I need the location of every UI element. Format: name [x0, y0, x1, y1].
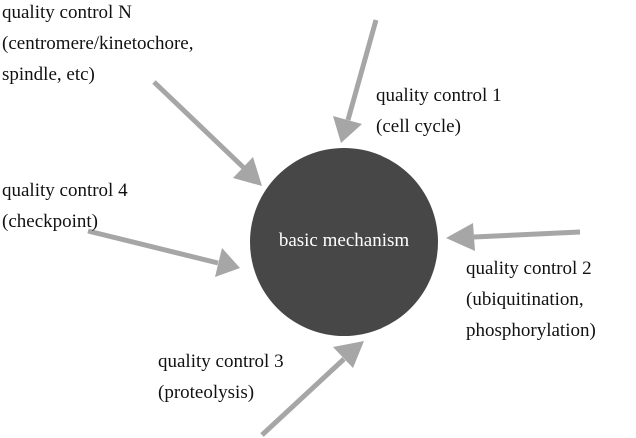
label-quality-control-n: quality control N (centromere/kinetochor… [2, 0, 193, 90]
arrowhead-qc-n [233, 157, 262, 186]
arrow-qc-1 [345, 19, 379, 121]
arrowhead-qc-4 [215, 248, 240, 277]
arrowhead-qc-3 [333, 341, 364, 368]
qc-2-detail-1: (ubiquitination, [466, 289, 584, 310]
basic-mechanism-circle [250, 148, 438, 336]
qc-n-detail-2: spindle, etc) [2, 64, 95, 85]
arrow-qc-3 [260, 357, 346, 437]
label-quality-control-2: quality control 2 (ubiquitination, phosp… [466, 253, 596, 346]
arrowhead-qc-2 [446, 223, 475, 251]
qc-4-detail-1: (checkpoint) [2, 211, 99, 232]
qc-2-title: quality control 2 [466, 258, 592, 279]
qc-1-detail-1: (cell cycle) [376, 116, 461, 137]
qc-2-detail-2: phosphorylation) [466, 320, 596, 341]
arrowhead-qc-1 [333, 116, 362, 143]
arrow-qc-n [152, 80, 246, 170]
qc-n-title: quality control N [2, 2, 132, 23]
label-quality-control-1: quality control 1 (cell cycle) [376, 80, 502, 142]
label-quality-control-4: quality control 4 (checkpoint) [2, 175, 128, 237]
arrow-qc-4 [87, 228, 219, 266]
basic-mechanism-label: basic mechanism [278, 230, 410, 251]
qc-3-title: quality control 3 [158, 351, 284, 372]
qc-3-detail-1: (proteolysis) [158, 382, 255, 403]
qc-4-title: quality control 4 [2, 180, 128, 201]
qc-n-detail-1: (centromere/kinetochore, [2, 33, 194, 54]
arrow-qc-2 [473, 229, 581, 240]
label-quality-control-3: quality control 3 (proteolysis) [158, 346, 284, 408]
qc-1-title: quality control 1 [376, 85, 502, 106]
